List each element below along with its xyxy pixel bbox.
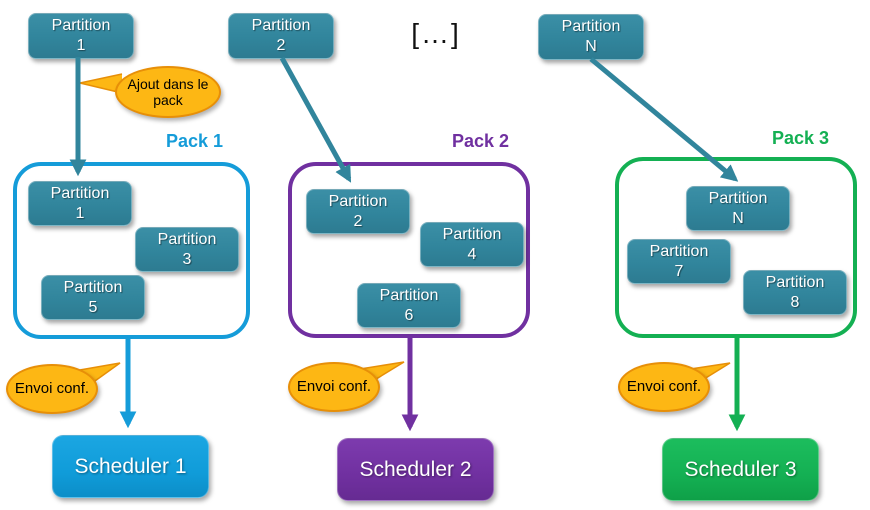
scheduler-1: Scheduler 1 [52, 435, 209, 498]
pack-2-partition-4: Partition 4 [420, 222, 524, 267]
partition-title: Partition [561, 18, 621, 35]
callout-ajout: Ajout dans le pack [115, 66, 221, 118]
pack-1-container [13, 162, 250, 339]
top-partition-2: Partition 2 [228, 13, 334, 59]
pack-1-partition-3: Partition 3 [135, 227, 239, 272]
partition-title: Partition [442, 225, 502, 243]
pack-2-container [288, 162, 530, 338]
scheduler-2-label: Scheduler 2 [359, 457, 472, 481]
partition-title: Partition [50, 184, 110, 202]
partition-title: Partition [51, 17, 111, 34]
partition-number: N [732, 209, 744, 227]
partition-title: Partition [765, 273, 825, 291]
pack-3-label: Pack 3 [772, 128, 830, 148]
partition-title: Partition [157, 230, 217, 248]
partition-title: Partition [708, 189, 768, 207]
scheduler-1-label: Scheduler 1 [74, 454, 187, 478]
pack-3-partition-7: Partition 7 [627, 239, 731, 284]
partition-title: Partition [63, 278, 123, 296]
partition-number: 2 [276, 37, 286, 54]
pack-3-partition-8: Partition 8 [743, 270, 847, 315]
scheduler-2: Scheduler 2 [337, 438, 494, 501]
top-partition-n: Partition N [538, 14, 644, 60]
callout-envoi-label: Envoi conf. [296, 378, 372, 396]
partition-number: 1 [76, 37, 86, 54]
ellipsis-text: […] [411, 18, 461, 49]
callout-envoi-label: Envoi conf. [14, 380, 90, 398]
pack-2-label: Pack 2 [452, 131, 510, 151]
callout-envoi-label: Envoi conf. [626, 378, 702, 396]
partition-number: 2 [353, 212, 363, 230]
partition-number: 7 [674, 262, 684, 280]
callout-envoi-3: Envoi conf. [618, 362, 710, 412]
callout-envoi-1: Envoi conf. [6, 364, 98, 414]
scheduler-3: Scheduler 3 [662, 438, 819, 501]
partition-title: Partition [379, 286, 439, 304]
partition-number: 6 [404, 306, 414, 324]
top-partition-1: Partition 1 [28, 13, 134, 59]
callout-envoi-2: Envoi conf. [288, 362, 380, 412]
pack-1-label: Pack 1 [166, 131, 224, 151]
partition-title: Partition [649, 242, 709, 260]
partition-number: 5 [88, 298, 98, 316]
pack-2-partition-6: Partition 6 [357, 283, 461, 328]
pack-3-partition-n: Partition N [686, 186, 790, 231]
partition-number: N [585, 38, 597, 55]
scheduler-3-label: Scheduler 3 [684, 457, 797, 481]
partition-number: 3 [182, 250, 192, 268]
partition-number: 1 [75, 204, 85, 222]
pack-1-partition-1: Partition 1 [28, 181, 132, 226]
partition-title: Partition [328, 192, 388, 210]
arrow-partition2-to-pack2 [279, 56, 352, 183]
partition-number: 8 [790, 293, 800, 311]
callout-ajout-label: Ajout dans le pack [127, 75, 209, 108]
pack-1-partition-5: Partition 5 [41, 275, 145, 320]
pack-2-partition-2: Partition 2 [306, 189, 410, 234]
partition-title: Partition [251, 17, 311, 34]
partition-number: 4 [467, 245, 477, 263]
